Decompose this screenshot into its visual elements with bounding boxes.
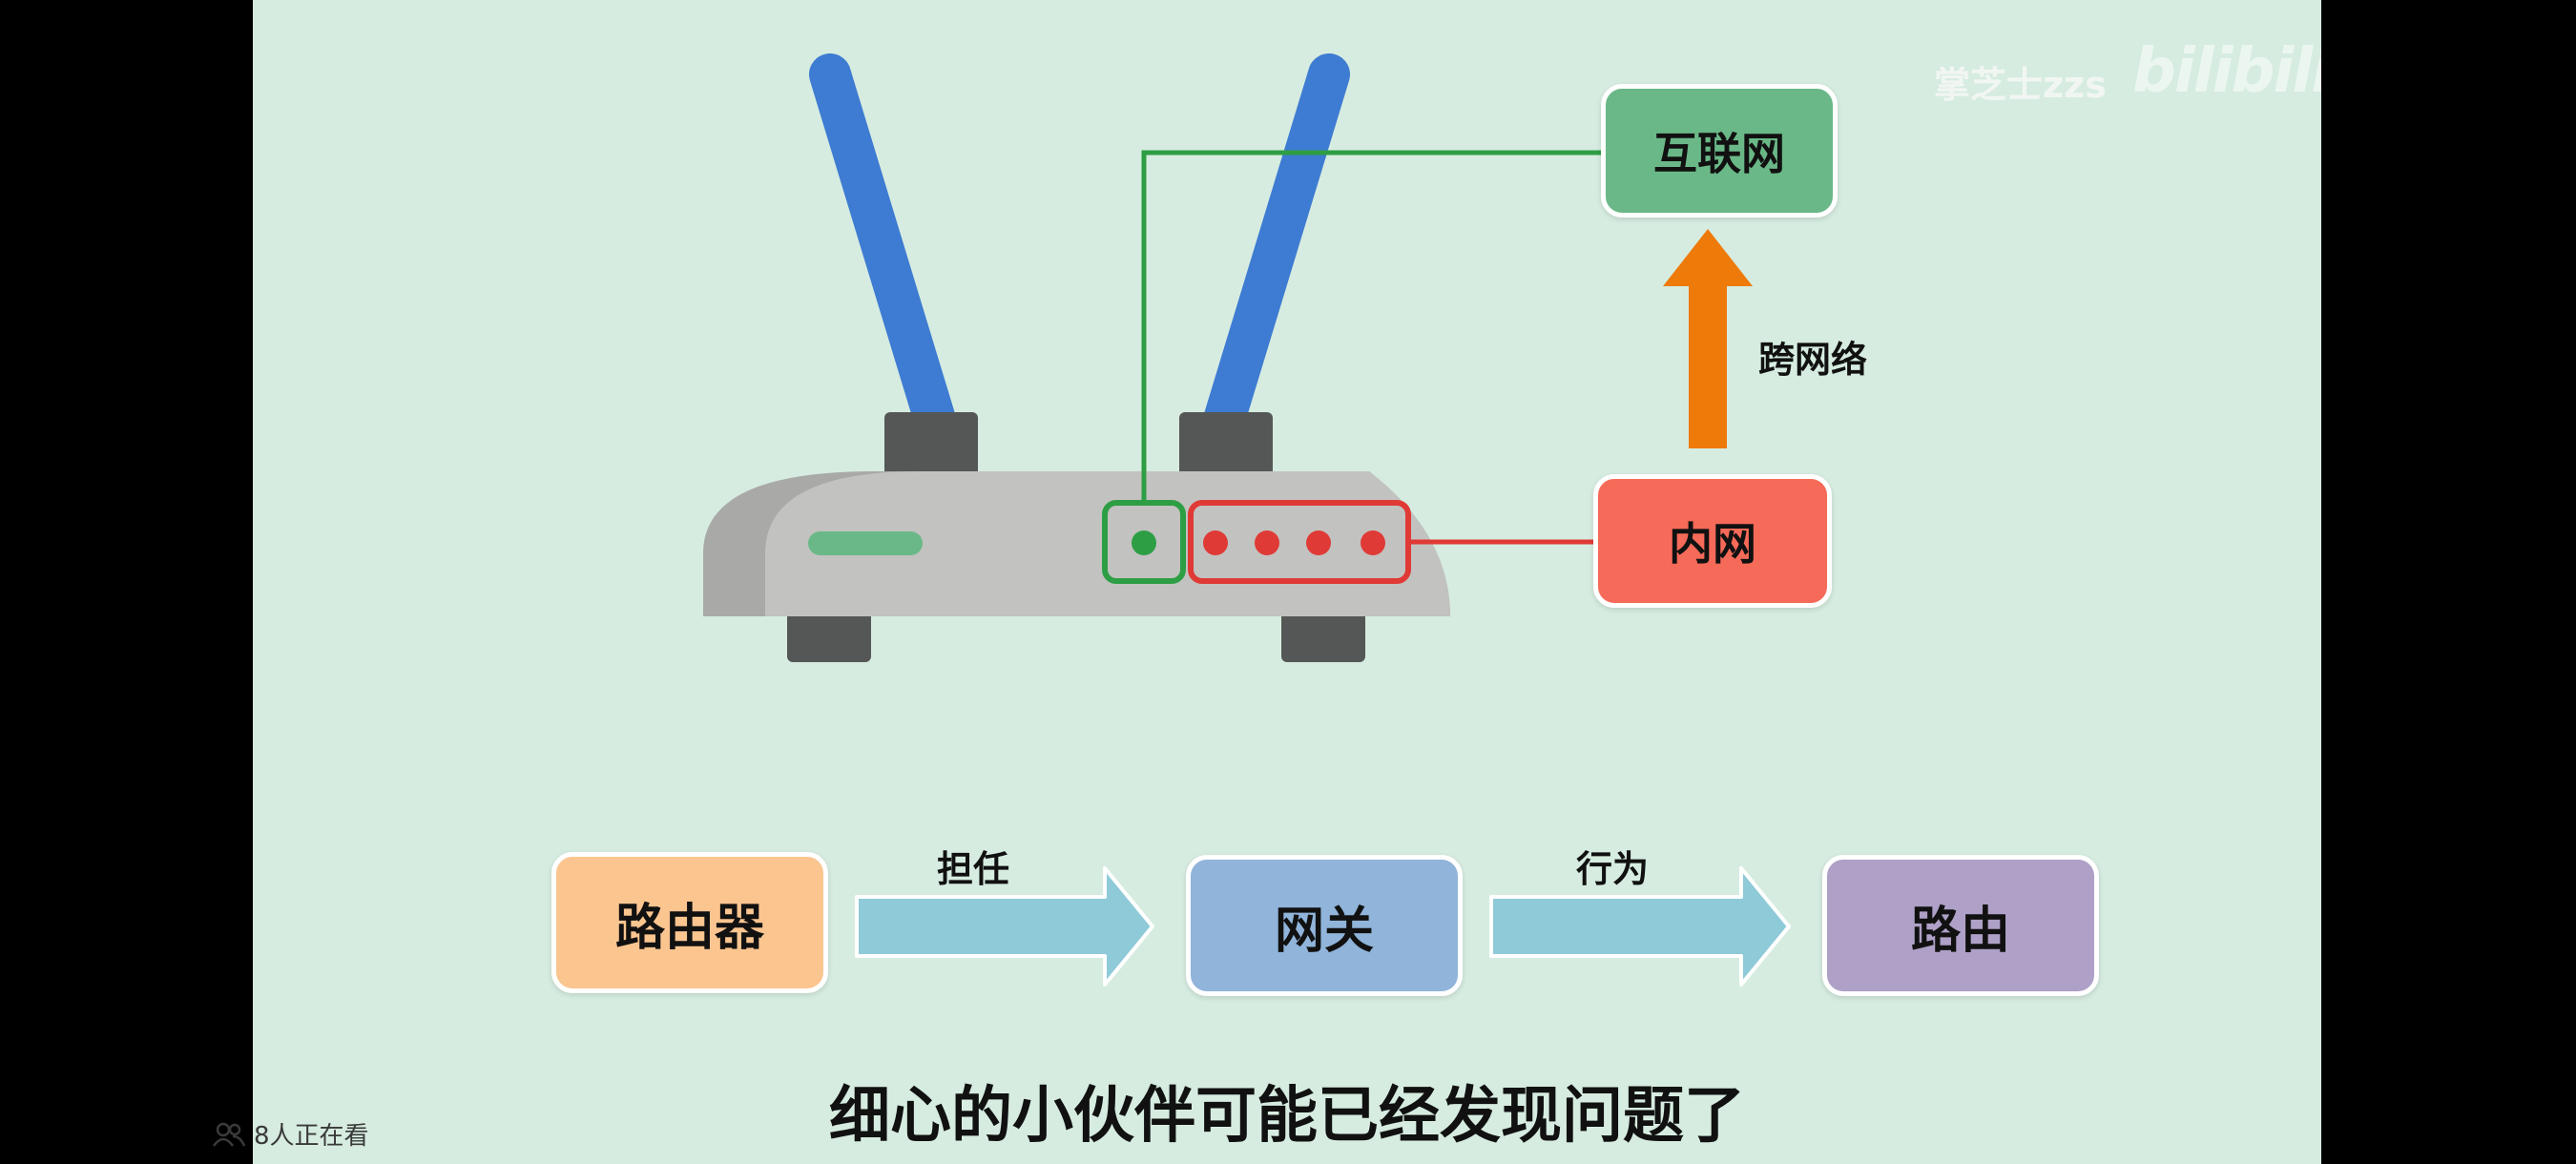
viewer-count: 8人正在看 — [212, 1116, 369, 1152]
people-icon — [212, 1122, 246, 1147]
cross-network-label: 跨网络 — [1758, 339, 1868, 381]
routing-box: 路由 — [1822, 855, 2099, 996]
gateway-box: 网关 — [1186, 855, 1463, 996]
left-antenna — [809, 53, 956, 441]
bilibili-logo: bilibili — [2132, 36, 2321, 107]
internet-label: 互联网 — [1653, 128, 1785, 179]
viewer-count-label: 8人正在看 — [254, 1122, 369, 1151]
right-arrow-icon — [855, 866, 1154, 987]
lan-port — [1203, 530, 1228, 555]
left-antenna-base — [884, 412, 978, 479]
lan-port — [1306, 530, 1331, 555]
wan-connector-line — [1141, 150, 1603, 503]
right-antenna — [1203, 53, 1350, 441]
status-light — [808, 531, 923, 555]
behavior-label: 行为 — [1576, 848, 1650, 890]
uploader-watermark: 掌芝士zzs — [1934, 64, 2107, 106]
network-diagram — [703, 53, 1791, 987]
routing-label: 路由 — [1910, 902, 2010, 960]
lan-port — [1255, 530, 1279, 555]
video-frame: 互联网 内网 跨网络 路由器 担任 网关 行为 路由 掌芝士zzs bilibi… — [253, 0, 2321, 1164]
router-box: 路由器 — [551, 852, 828, 993]
serves-as-label: 担任 — [937, 848, 1010, 890]
lan-label: 内网 — [1669, 518, 1756, 570]
video-subtitle: 细心的小伙伴可能已经发现问题了 — [829, 1081, 1745, 1152]
up-arrow-icon — [1663, 229, 1753, 448]
wan-port — [1132, 530, 1156, 555]
right-antenna-base — [1179, 412, 1273, 479]
lan-port — [1361, 530, 1385, 555]
right-arrow-icon — [1489, 866, 1791, 987]
lan-box: 内网 — [1593, 474, 1832, 608]
router-label: 路由器 — [614, 899, 764, 957]
router-icon — [703, 53, 1450, 662]
internet-box: 互联网 — [1601, 84, 1838, 218]
gateway-label: 网关 — [1274, 902, 1374, 960]
